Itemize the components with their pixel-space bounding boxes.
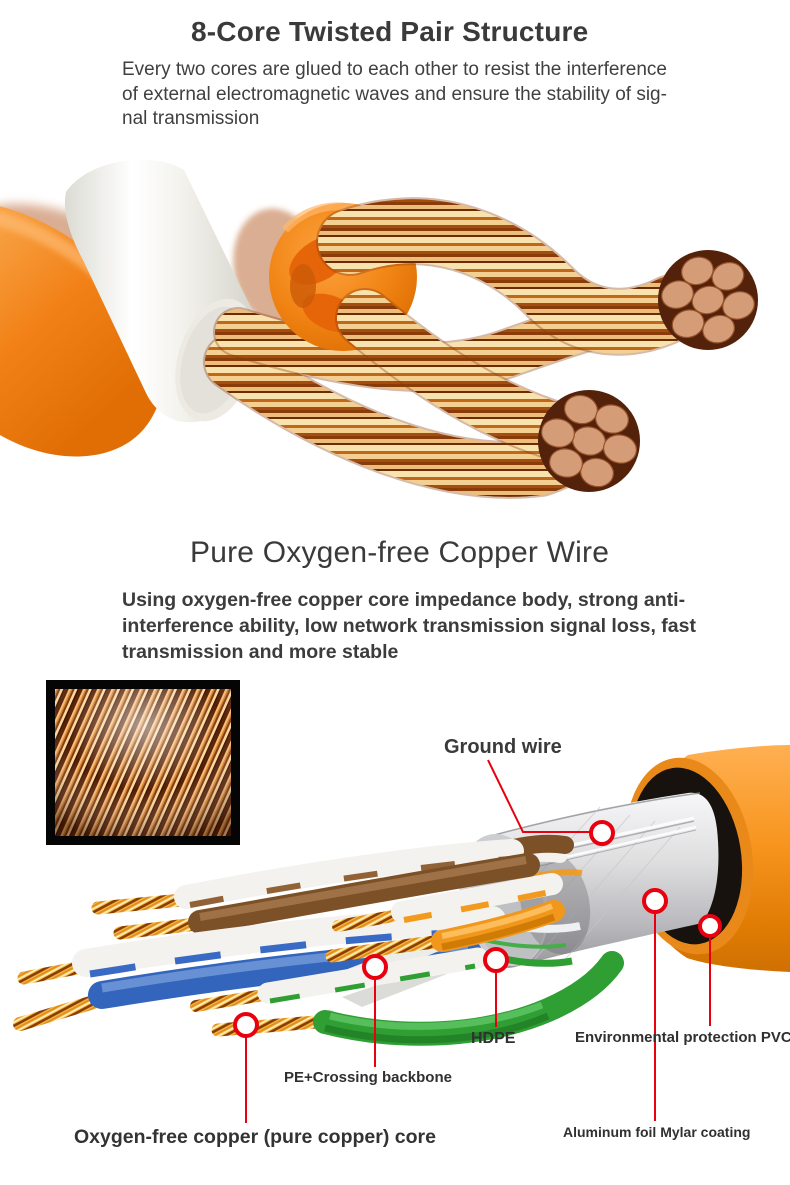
- copper-strand-tip: [13, 992, 111, 1031]
- body-line: interference ability, low network transm…: [122, 615, 696, 637]
- body-line: of external electromagnetic waves and en…: [122, 83, 667, 105]
- body-line: Using oxygen-free copper core impedance …: [122, 589, 686, 611]
- section-title-copper: Pure Oxygen-free Copper Wire: [190, 536, 610, 569]
- callout-marker-ground-wire: [589, 820, 615, 846]
- callout-marker-aluminum-mylar: [642, 888, 668, 914]
- callout-marker-pe-backbone: [362, 954, 388, 980]
- cable-cutaway-illustration: [13, 680, 790, 1123]
- twisted-pair-photo: [0, 159, 758, 499]
- callout-line-ground-wire: [487, 759, 592, 833]
- copper-strand-tip: [91, 893, 189, 915]
- label-ground-wire: Ground wire: [444, 736, 562, 758]
- copper-coil-photo: [46, 680, 240, 845]
- label-aluminum-mylar: Aluminum foil Mylar coating: [563, 1124, 751, 1140]
- callout-marker-hdpe: [483, 947, 509, 973]
- body-line: nal transmission: [122, 108, 260, 129]
- body-line: transmission and more stable: [122, 641, 399, 663]
- section-body-twisted-pair: Every two cores are glued to each other …: [122, 58, 722, 132]
- callout-marker-oxygen-core: [233, 1012, 259, 1038]
- label-environmental-pvc: Environmental protection PVC: [575, 1029, 790, 1046]
- label-hdpe: HDPE: [471, 1030, 516, 1047]
- label-pe-backbone: PE+Crossing backbone: [284, 1069, 452, 1086]
- body-line: Every two cores are glued to each other …: [122, 59, 667, 80]
- section-title-twisted-pair: 8-Core Twisted Pair Structure: [191, 16, 589, 47]
- blue-pair: [13, 906, 506, 1031]
- copper-cross-section: [538, 390, 640, 492]
- callouts: [233, 759, 722, 1123]
- copper-strand-tip: [113, 917, 203, 940]
- orange-pair: [325, 873, 565, 963]
- copper-strand-tip: [190, 988, 276, 1012]
- section-body-copper: Using oxygen-free copper core impedance …: [122, 587, 737, 665]
- orange-jacket-sweep: [0, 206, 163, 457]
- brown-pair: [91, 834, 574, 940]
- copper-bundle: [335, 288, 592, 463]
- copper-cross-section: [658, 250, 758, 350]
- label-oxygen-core: Oxygen-free copper (pure copper) core: [74, 1126, 436, 1148]
- copper-bundle: [316, 197, 706, 356]
- callout-marker-environmental-pvc: [698, 914, 722, 938]
